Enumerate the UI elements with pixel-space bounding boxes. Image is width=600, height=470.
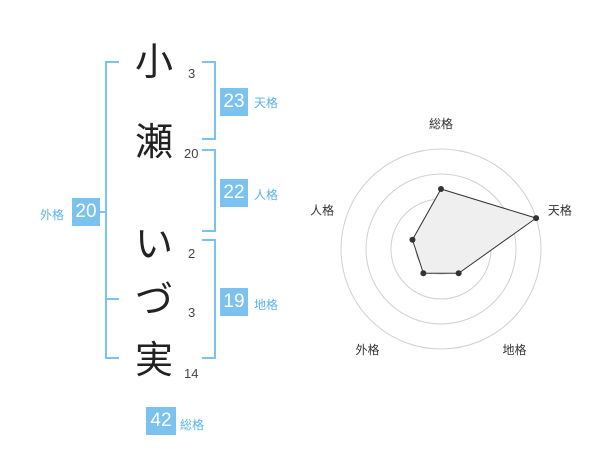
tenkaku-label: 天格 (254, 96, 279, 110)
radar-data-point (409, 236, 416, 243)
radar-axis-label: 総格 (429, 116, 453, 131)
radar-grid-ring (365, 173, 517, 325)
radar-data-point (455, 270, 462, 277)
radar-axis-label: 外格 (356, 342, 380, 357)
tenkaku-bracket (202, 61, 216, 140)
radar-data-point (533, 215, 540, 222)
chikaku-label: 地格 (254, 298, 279, 312)
radar-data-polygon (411, 188, 538, 274)
gaikaku-bracket (105, 61, 119, 359)
gaikaku-label: 外格 (40, 208, 65, 222)
chikaku-value-badge: 19 (220, 288, 248, 316)
stroke-count-2: 20 (184, 146, 199, 161)
name-char-4: づ (134, 278, 173, 322)
gaikaku-bracket-mid-tick (105, 298, 119, 300)
radar-grid-ring (340, 148, 542, 350)
soukaku-label: 総格 (180, 418, 205, 432)
tenkaku-value-badge: 23 (220, 88, 248, 116)
name-char-1: 小 (134, 40, 173, 84)
gaikaku-value-badge: 20 (72, 198, 100, 226)
gaikaku-bracket-stem (99, 211, 107, 213)
soukaku-value-badge: 42 (146, 407, 176, 435)
radar-data-point (438, 186, 444, 192)
radar-axis-label: 天格 (548, 202, 572, 217)
radar-axis-label: 人格 (310, 202, 334, 217)
jinkaku-value-badge: 22 (220, 179, 248, 207)
stroke-count-4: 3 (188, 305, 196, 320)
name-char-3: い (134, 222, 173, 266)
stroke-count-1: 3 (188, 66, 196, 81)
chikaku-bracket (202, 239, 216, 359)
stroke-count-5: 14 (184, 366, 199, 381)
stroke-count-3: 2 (188, 246, 196, 261)
name-char-5: 実 (134, 338, 173, 382)
jinkaku-label: 人格 (254, 188, 279, 202)
name-char-2: 瀬 (134, 120, 173, 164)
jinkaku-bracket (202, 149, 216, 232)
radar-axis-label: 地格 (502, 342, 526, 357)
radar-data-point (420, 270, 427, 277)
